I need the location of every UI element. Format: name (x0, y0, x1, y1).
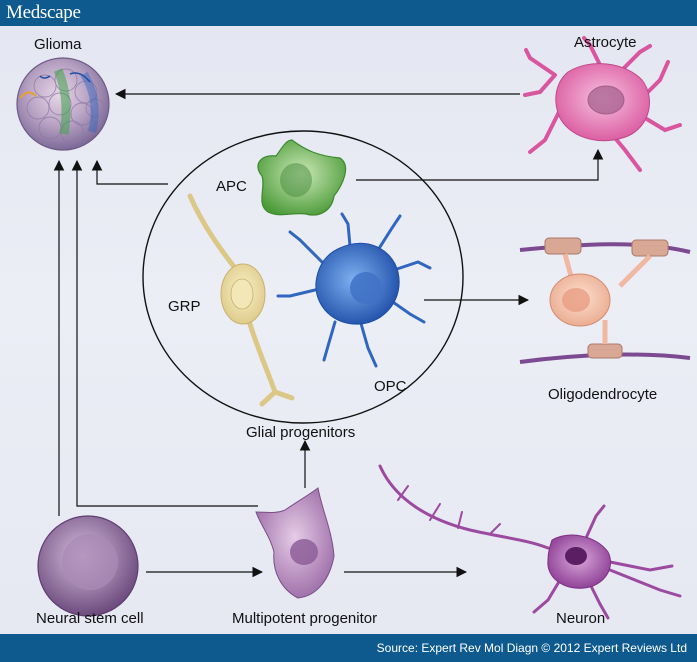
header-bar: Medscape (0, 0, 697, 26)
arrow-apc-to-astrocyte (356, 148, 604, 181)
label-glial-progenitors: Glial progenitors (246, 424, 356, 441)
arrows (53, 88, 604, 578)
medscape-logo[interactable]: Medscape (6, 2, 81, 23)
source-credit: Source: Expert Rev Mol Diagn © 2012 Expe… (376, 641, 687, 655)
oligodendrocyte-cell (519, 237, 691, 364)
label-grp: GRP (168, 298, 201, 315)
neural-stem-cell (37, 515, 139, 617)
footer-bar: Source: Expert Rev Mol Diagn © 2012 Expe… (0, 634, 697, 662)
opc-cell (276, 212, 432, 368)
multipotent-progenitor-cell (255, 487, 335, 599)
arrow-apc-to-glioma (91, 159, 168, 185)
apc-cell (257, 139, 347, 216)
label-neural-stem-cell: Neural stem cell (36, 610, 144, 627)
label-oligodendrocyte: Oligodendrocyte (548, 386, 658, 403)
label-astrocyte: Astrocyte (574, 34, 637, 51)
arrow-multipotent-to-glioma (71, 159, 258, 507)
label-opc: OPC (374, 378, 407, 395)
label-glioma: Glioma (34, 36, 82, 53)
glial-progenitor-circle (142, 130, 464, 424)
grp-cell (187, 193, 295, 407)
astrocyte-cell (523, 36, 682, 172)
label-apc: APC (216, 178, 247, 195)
label-neuron: Neuron (556, 610, 606, 627)
glioma-cell (16, 57, 110, 151)
label-multipotent-progenitor: Multipotent progenitor (232, 610, 378, 627)
neuron-cell (378, 464, 682, 620)
